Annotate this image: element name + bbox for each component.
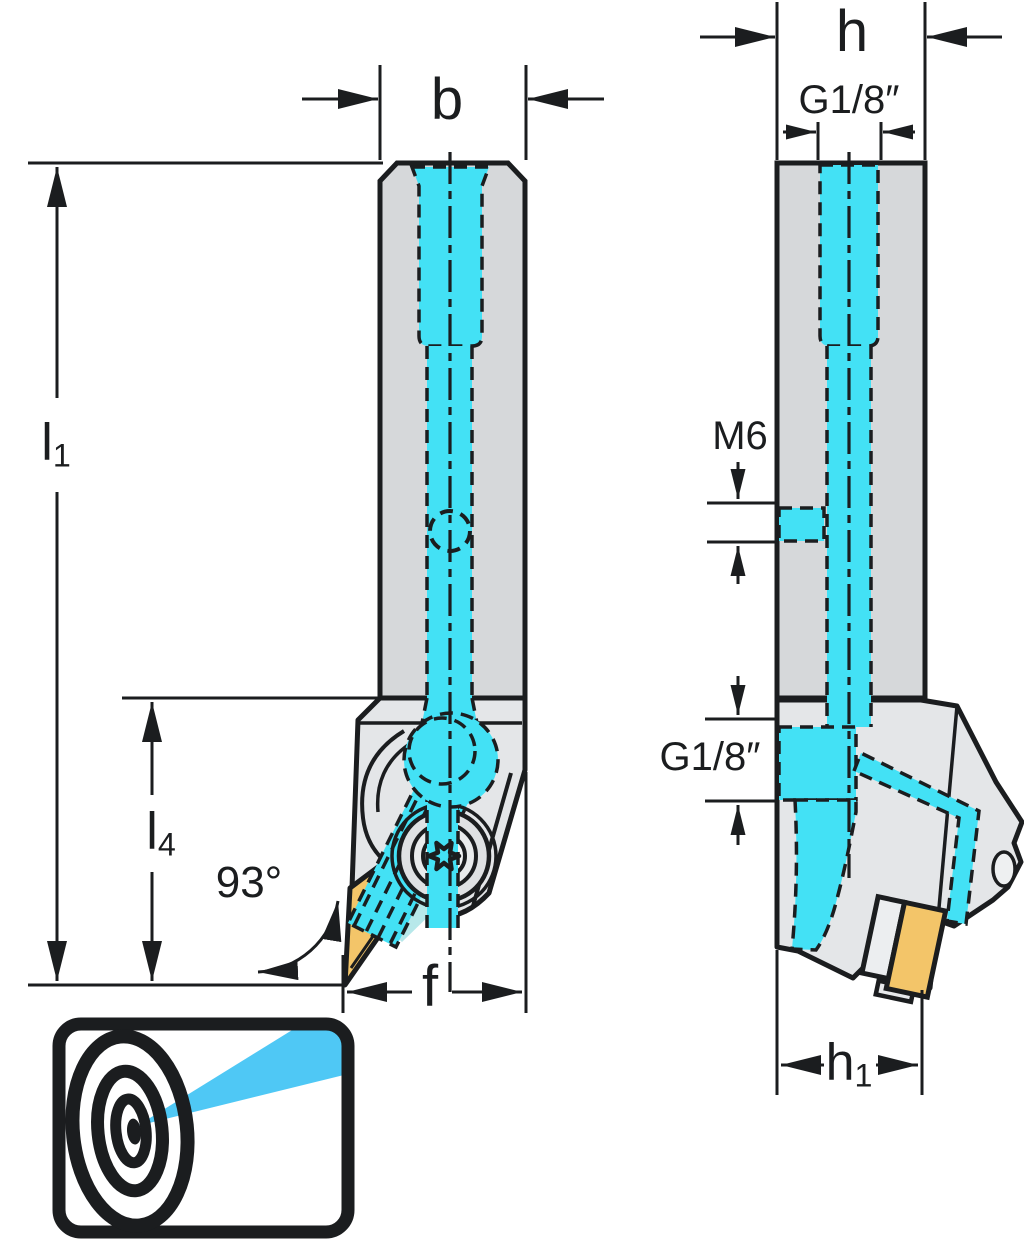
target-rings xyxy=(65,1029,195,1233)
coolant-beam xyxy=(137,1024,348,1126)
dim-label-g18-top: G1/8″ xyxy=(798,78,900,122)
side-dimensions xyxy=(700,2,1002,1095)
coolant-inlet-thread-side xyxy=(818,163,880,348)
pocket-wall-outer xyxy=(360,729,406,870)
dim-label-b: b xyxy=(430,67,464,132)
cutting-insert-side xyxy=(858,893,949,1005)
dim-label-g18-side: G1/8″ xyxy=(659,735,761,779)
coolant-chamber-inner-circle xyxy=(407,716,477,786)
front-dimensions xyxy=(28,65,604,1013)
side-view xyxy=(774,152,1024,1005)
dim-label-m6: M6 xyxy=(712,414,768,458)
coolant-target-icon xyxy=(52,1017,355,1239)
angle-arc xyxy=(257,900,342,981)
dim-label-l4: l4 xyxy=(146,802,176,863)
screw-boss-side xyxy=(991,850,1017,888)
g18-side-port xyxy=(777,725,858,802)
dim-label-h1: h1 xyxy=(825,1033,873,1094)
coolant-bore-head-side xyxy=(790,798,858,952)
front-view xyxy=(342,152,528,992)
dim-label-f: f xyxy=(421,954,439,1019)
m6-port xyxy=(777,506,826,543)
coolant-nozzle-channel xyxy=(851,750,981,927)
dim-label-angle: 93° xyxy=(215,858,283,907)
dim-label-h: h xyxy=(835,0,869,64)
dim-label-l1: l1 xyxy=(41,413,71,474)
icon-frame xyxy=(52,1017,355,1239)
